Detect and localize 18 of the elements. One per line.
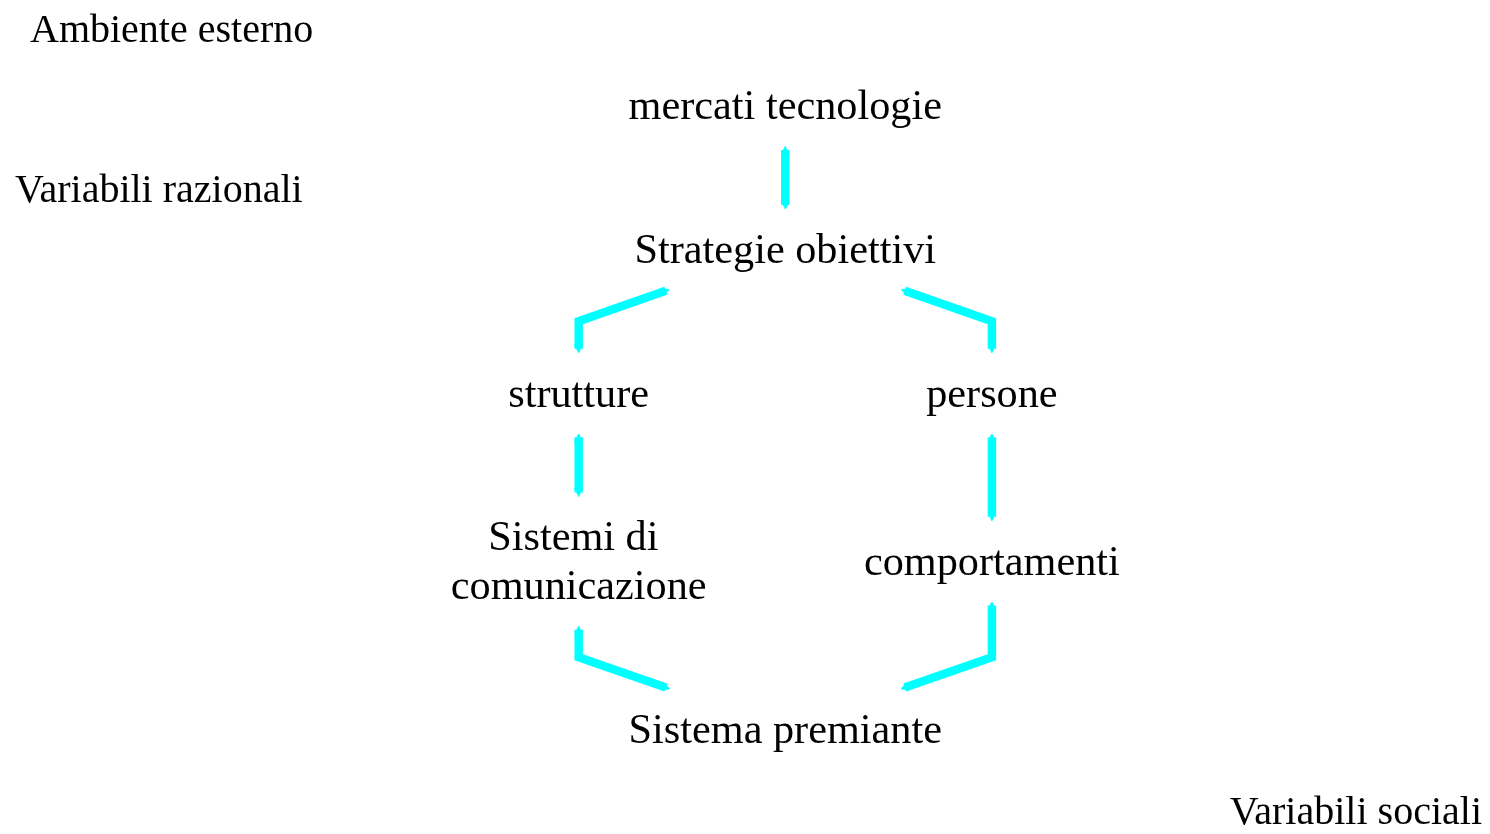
arrow <box>900 286 997 353</box>
section-label: Ambiente esterno <box>30 5 314 52</box>
section-label: Variabili sociali <box>1229 787 1482 834</box>
diagram: mercati tecnologie Strategie obiettivi strutture persone Sistemi di comunicazione comportamenti Sistema premiante <box>380 56 1160 778</box>
arrow <box>987 432 997 521</box>
arrow <box>900 600 997 692</box>
node-text: strutture <box>508 368 650 416</box>
arrow <box>780 145 790 210</box>
arrow <box>574 286 670 353</box>
arrow <box>574 625 671 692</box>
node-text: Strategie obiettivi <box>634 224 937 273</box>
node-text: comportamenti <box>863 536 1120 584</box>
node-text: mercati tecnologie <box>628 80 942 129</box>
node-text: Sistemi di comunicazione <box>450 512 707 609</box>
arrow <box>574 432 584 497</box>
section-label: Variabili razionali <box>15 165 303 212</box>
node-text: persone <box>926 368 1058 416</box>
node-text: Sistema premiante <box>628 704 942 752</box>
